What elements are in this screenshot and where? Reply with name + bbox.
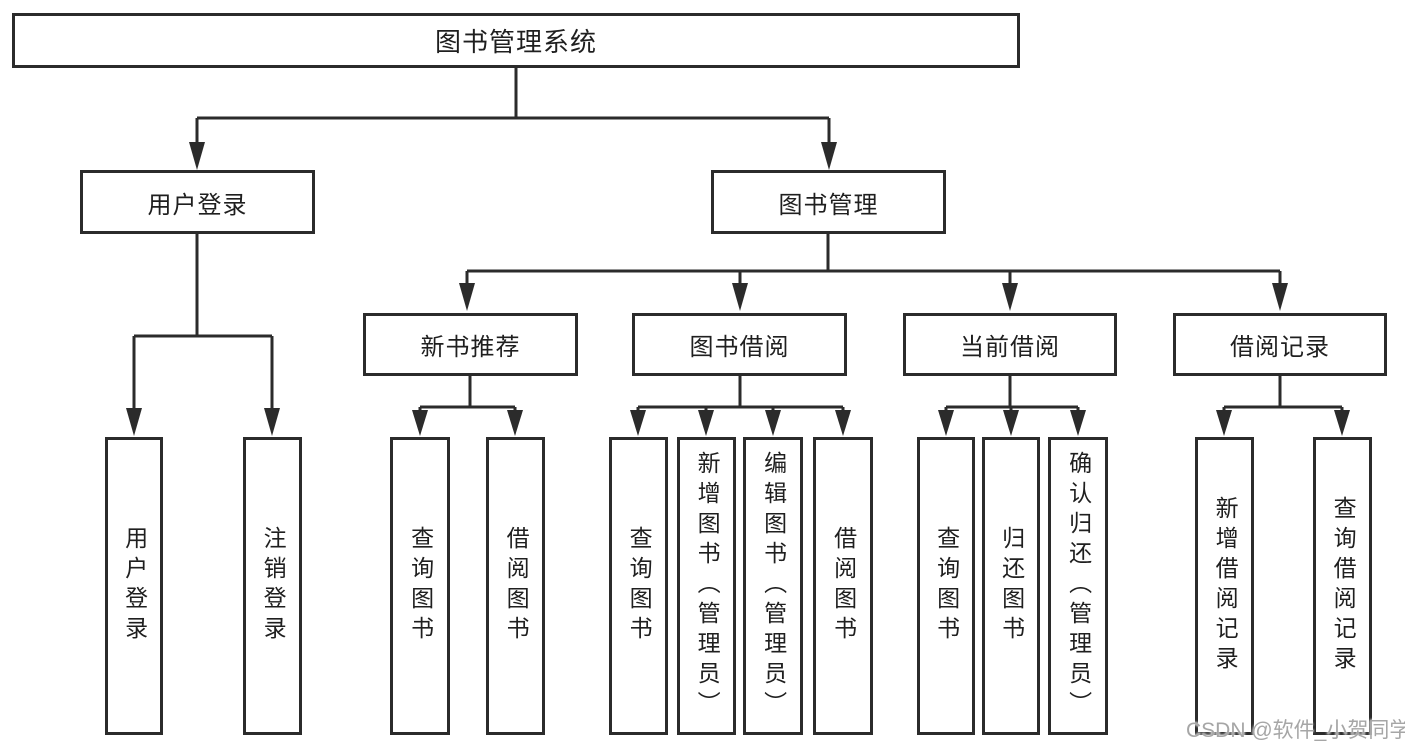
node-root-system: 图书管理系统	[12, 13, 1020, 68]
leaf-borrow-books-2: 借阅图书	[813, 437, 873, 735]
leaf-confirm-return-admin: 确认归还（管理员）	[1048, 437, 1108, 735]
node-root-label: 图书管理系统	[434, 27, 597, 57]
node-borrowing-records-label: 借阅记录	[1230, 334, 1330, 361]
node-user-login-label: 用户登录	[147, 191, 248, 219]
leaf-borrow-books-1-label: 借阅图书	[503, 526, 530, 646]
leaf-add-borrow-record-label: 新增借阅记录	[1212, 496, 1239, 676]
node-book-borrowing: 图书借阅	[632, 313, 847, 376]
leaf-return-books-label: 归还图书	[998, 526, 1025, 646]
leaf-return-books: 归还图书	[982, 437, 1040, 735]
leaf-query-books-1: 查询图书	[390, 437, 450, 735]
node-new-book-recommend-label: 新书推荐	[420, 334, 521, 361]
leaf-borrow-books-1: 借阅图书	[486, 437, 545, 735]
leaf-add-books-admin-label: 新增图书（管理员）	[694, 451, 721, 721]
arrowheads	[126, 142, 1350, 436]
node-new-book-recommend: 新书推荐	[363, 313, 578, 376]
leaf-query-borrow-record: 查询借阅记录	[1313, 437, 1372, 735]
leaf-add-books-admin: 新增图书（管理员）	[677, 437, 736, 735]
leaf-user-login-label: 用户登录	[121, 526, 148, 646]
node-current-borrowing-label: 当前借阅	[960, 334, 1060, 361]
node-book-management-label: 图书管理	[778, 191, 879, 219]
csdn-watermark: CSDN @软件_小贺同学	[1186, 719, 1405, 742]
leaf-add-borrow-record: 新增借阅记录	[1195, 437, 1254, 735]
leaf-query-books-3-label: 查询图书	[933, 526, 960, 646]
leaf-edit-books-admin: 编辑图书（管理员）	[743, 437, 803, 735]
leaf-borrow-books-2-label: 借阅图书	[830, 526, 857, 646]
leaf-logout-label: 注销登录	[260, 526, 287, 646]
leaf-query-books-1-label: 查询图书	[407, 526, 434, 646]
leaf-query-borrow-record-label: 查询借阅记录	[1330, 496, 1357, 676]
leaf-query-books-2-label: 查询图书	[626, 526, 653, 646]
leaf-query-books-3: 查询图书	[917, 437, 975, 735]
node-book-management-branch: 图书管理	[711, 170, 946, 234]
node-borrowing-records: 借阅记录	[1173, 313, 1387, 376]
leaf-logout: 注销登录	[243, 437, 302, 735]
node-current-borrowing: 当前借阅	[903, 313, 1117, 376]
leaf-query-books-2: 查询图书	[609, 437, 668, 735]
leaf-user-login: 用户登录	[105, 437, 163, 735]
leaf-edit-books-admin-label: 编辑图书（管理员）	[760, 451, 787, 721]
node-user-login-branch: 用户登录	[80, 170, 315, 234]
leaf-confirm-return-admin-label: 确认归还（管理员）	[1065, 451, 1092, 721]
node-book-borrowing-label: 图书借阅	[689, 334, 790, 361]
